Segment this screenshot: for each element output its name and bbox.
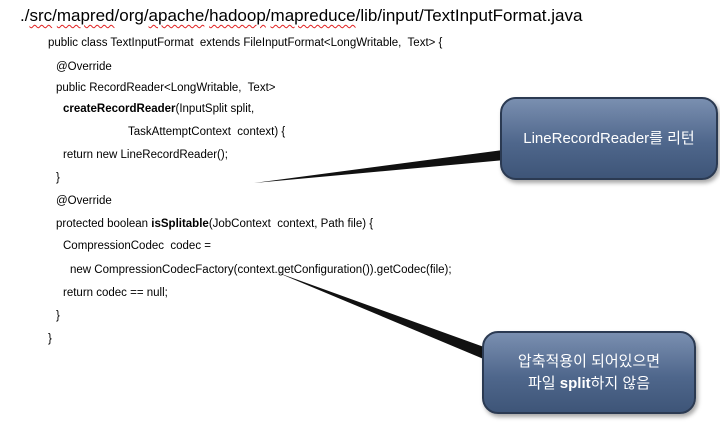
callout-text-post: 하지 않음 (590, 374, 650, 392)
path-segment: apache (148, 6, 205, 25)
code-line-class-decl: public class TextInputFormat extends Fil… (48, 37, 443, 49)
callout-text-bold: split (559, 374, 591, 392)
callout-pointer-1 (254, 150, 505, 183)
code-line-recordreader-signature: public RecordReader<LongWritable, Text> (56, 82, 276, 94)
code-line-create-record-reader: createRecordReader(InputSplit split, (63, 102, 254, 116)
path-separator: / (265, 6, 271, 25)
code-line-return-codec: return codec == null; (63, 287, 168, 299)
code-line-override-2: @Override (56, 195, 112, 207)
path-prefix: ./ (20, 6, 30, 25)
path-segment: lib (360, 6, 378, 25)
path-segment: input (382, 6, 419, 25)
path-separator: / (52, 6, 57, 25)
modifiers: protected boolean (56, 218, 152, 230)
callout-compression-split: 압축적용이 되어있으면 파일 split하지 않음 (482, 331, 696, 414)
method-name: createRecordReader (63, 103, 176, 115)
code-line-override-1: @Override (56, 61, 112, 73)
code-line-close-brace-1: } (56, 172, 60, 184)
file-path-title: ./src/mapred/org/apache/hadoop/mapreduce… (20, 6, 582, 26)
code-line-codec-factory: new CompressionCodecFactory(context.getC… (70, 264, 452, 276)
path-separator: / (377, 6, 383, 25)
code-line-task-attempt-context: TaskAttemptContext context) { (128, 126, 286, 138)
method-name: isSplitable (151, 218, 209, 230)
code-line-return-line-record-reader: return new LineRecordReader(); (63, 149, 228, 161)
callout-pointer-2 (276, 272, 486, 360)
callout-text-line-1: 압축적용이 되어있으면 (517, 352, 661, 370)
callout-text-line-2: 파일 split하지 않음 (528, 373, 650, 395)
path-separator: / (143, 6, 149, 25)
path-separator: / (355, 6, 361, 25)
method-args: (JobContext context, Path file) { (208, 218, 374, 230)
path-separator: / (114, 6, 120, 25)
method-args: (InputSplit split, (175, 103, 255, 115)
callout-text-pre: 파일 (528, 374, 560, 392)
callout-line-record-reader: LineRecordReader를 리턴 (500, 97, 718, 180)
path-segment: org (119, 6, 144, 25)
callout-text: LineRecordReader를 리턴 (523, 129, 695, 147)
path-segment: hadoop (209, 6, 266, 25)
code-line-compression-codec: CompressionCodec codec = (63, 240, 211, 252)
path-separator: / (204, 6, 210, 25)
path-segment: src (29, 6, 53, 25)
code-line-close-brace-3: } (48, 333, 52, 345)
path-segment: TextInputFormat.java (423, 6, 583, 25)
path-segment: mapreduce (270, 6, 356, 25)
path-separator: / (418, 6, 424, 25)
path-segment: mapred (56, 6, 115, 25)
code-line-close-brace-2: } (56, 310, 60, 322)
code-line-is-splitable: protected boolean isSplitable(JobContext… (56, 217, 373, 231)
